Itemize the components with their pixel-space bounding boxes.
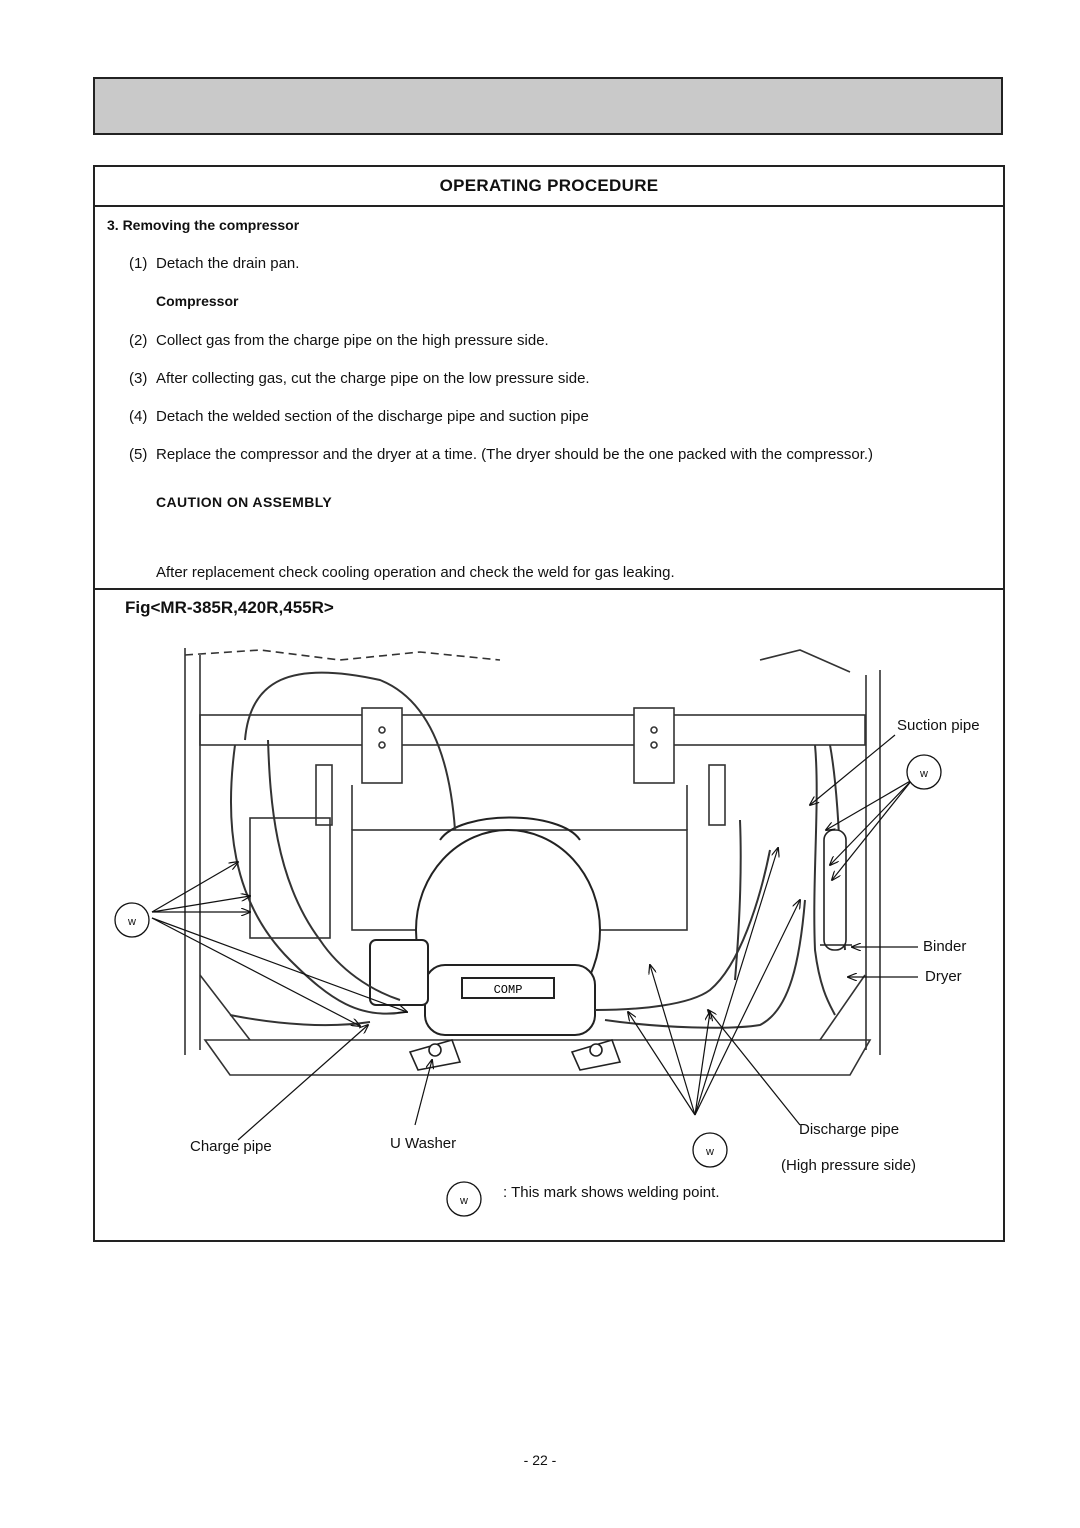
label-high-pressure-side: (High pressure side) (781, 1157, 917, 1174)
step-text: Replace the compressor and the dryer at … (156, 446, 874, 463)
left-box (249, 817, 331, 939)
weld-mark-label: w (705, 1146, 714, 1158)
step-5: (5) Replace the compressor and the dryer … (129, 446, 873, 463)
step-number: (4) (129, 408, 148, 425)
weld-mark-discharge (692, 1132, 728, 1168)
header-band (93, 77, 1003, 135)
weld-marks (114, 754, 942, 1217)
step-1: (1) Detach the drain pan. (129, 255, 299, 272)
figure-title: Fig<MR-385R,420R,455R> (125, 598, 334, 617)
pipes (229, 671, 846, 1029)
section-heading: 3. Removing the compressor (107, 217, 300, 233)
label-u-washer: U Washer (390, 1135, 457, 1152)
step-number: (3) (129, 370, 148, 387)
label-discharge-pipe: Discharge pipe (799, 1121, 900, 1138)
weld-mark-suction (906, 754, 942, 790)
step-text: After collecting gas, cut the charge pip… (156, 370, 590, 387)
step-4: (4) Detach the welded section of the disc… (129, 408, 589, 425)
step-number: (2) (129, 332, 148, 349)
caution-note: After replacement check cooling operatio… (156, 564, 675, 581)
section-divider (95, 588, 1003, 590)
label-dryer: Dryer (925, 968, 962, 985)
weld-mark-label: w (459, 1195, 468, 1207)
label-binder: Binder (923, 938, 967, 955)
step-number: (5) (129, 446, 148, 463)
weld-mark-legend (446, 1181, 482, 1217)
weld-mark-label: w (127, 916, 136, 928)
page-number: - 22 - (523, 1452, 557, 1468)
step-number: (1) (129, 255, 148, 272)
weld-mark-left (114, 902, 150, 938)
compressor-subheading: Compressor (156, 293, 239, 309)
label-charge-pipe: Charge pipe (190, 1138, 272, 1155)
label-suction-pipe: Suction pipe (897, 717, 980, 734)
compressor-feet (408, 1039, 622, 1071)
mounting-brackets (315, 707, 726, 826)
section-title: OPERATING PROCEDURE (439, 176, 659, 195)
step-text: Collect gas from the charge pipe on the … (156, 332, 549, 349)
weld-legend-text: : This mark shows welding point. (503, 1184, 720, 1201)
step-3: (3) After collecting gas, cut the charge … (129, 370, 590, 387)
step-text: Detach the welded section of the dischar… (156, 408, 589, 425)
procedure-frame: OPERATING PROCEDURE 3. Removing the comp… (93, 165, 1005, 1242)
compressor-body (369, 816, 601, 1036)
caution-heading: CAUTION ON ASSEMBLY (156, 494, 333, 510)
comp-plate: COMP (494, 983, 523, 997)
title-row: OPERATING PROCEDURE (95, 167, 1003, 207)
step-2: (2) Collect gas from the charge pipe on t… (129, 332, 549, 349)
step-text: Detach the drain pan. (156, 255, 300, 272)
cabinet-outline (184, 648, 881, 1076)
leader-lines (151, 734, 918, 1141)
weld-mark-label: w (919, 768, 928, 780)
